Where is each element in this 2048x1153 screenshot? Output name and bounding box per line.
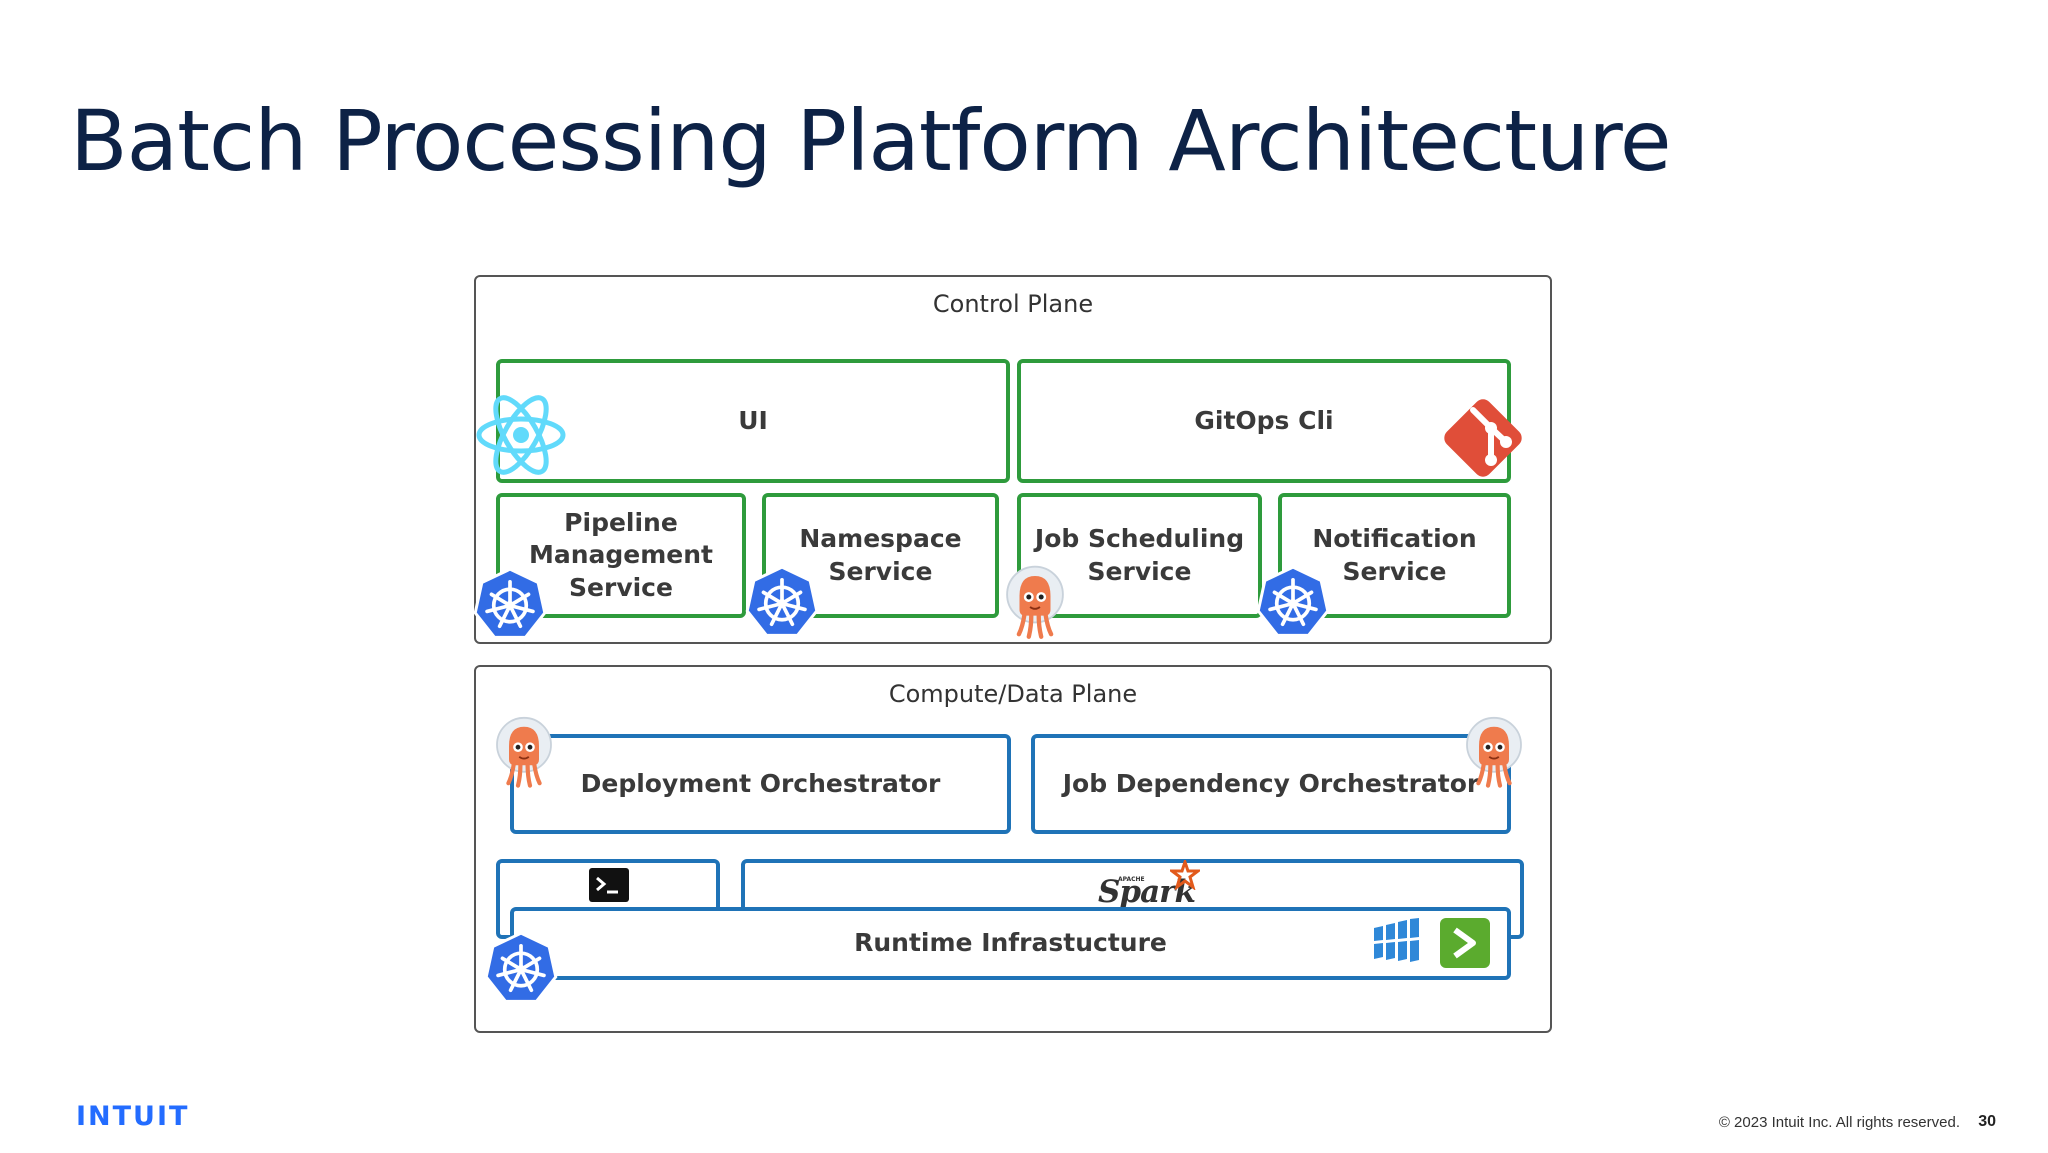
argo-icon xyxy=(1464,714,1524,790)
namespace-label-line2: Service xyxy=(828,556,933,586)
jobsched-label-line1: Job Scheduling xyxy=(1034,524,1245,553)
intuit-logo: INTUIT xyxy=(76,1101,190,1132)
spark-icon: APACHE Spark xyxy=(1098,860,1200,910)
kubernetes-icon xyxy=(484,931,558,1005)
slide-title: Batch Processing Platform Architecture xyxy=(70,92,1672,190)
ui-box: UI xyxy=(496,359,1010,483)
runtime-infrastructure-label: Runtime Infrastucture xyxy=(854,928,1167,958)
copyright: © 2023 Intuit Inc. All rights reserved. xyxy=(1718,1114,1960,1131)
ui-label: UI xyxy=(738,405,768,435)
job-dependency-orchestrator-label: Job Dependency Orchestrator xyxy=(1062,768,1480,798)
kubernetes-icon xyxy=(745,565,819,639)
page-number: 30 xyxy=(1978,1113,1996,1130)
jobsched-label-line2: Service xyxy=(1087,556,1192,586)
terminal-icon xyxy=(589,868,629,902)
deployment-orchestrator-box: Deployment Orchestrator xyxy=(510,734,1011,834)
gitops-cli-box: GitOps Cli xyxy=(1017,359,1511,483)
notification-label-line2: Service xyxy=(1342,556,1447,586)
pipeline-label-line2: Management xyxy=(528,540,714,570)
spark-apache-label: APACHE xyxy=(1118,876,1145,883)
control-plane-title: Control Plane xyxy=(932,290,1094,318)
notification-label-line1: Notification xyxy=(1312,524,1477,553)
shell-icon xyxy=(1440,918,1490,968)
pipeline-label-line3: Service xyxy=(569,572,673,602)
argo-icon xyxy=(494,714,554,790)
kubernetes-icon xyxy=(473,567,547,641)
job-dependency-orchestrator-box: Job Dependency Orchestrator xyxy=(1031,734,1511,834)
compute-plane-title: Compute/Data Plane xyxy=(888,680,1138,708)
aws-icon xyxy=(1374,918,1419,962)
react-icon xyxy=(476,395,566,475)
argo-icon xyxy=(1004,563,1066,641)
namespace-label-line1: Namespace xyxy=(799,524,962,553)
git-icon xyxy=(1444,399,1522,477)
kubernetes-icon xyxy=(1256,565,1330,639)
runtime-infrastructure-box: Runtime Infrastucture xyxy=(510,907,1511,980)
deployment-orchestrator-label: Deployment Orchestrator xyxy=(580,768,941,798)
gitops-cli-label: GitOps Cli xyxy=(1194,405,1334,435)
pipeline-label-line1: Pipeline xyxy=(564,507,678,537)
